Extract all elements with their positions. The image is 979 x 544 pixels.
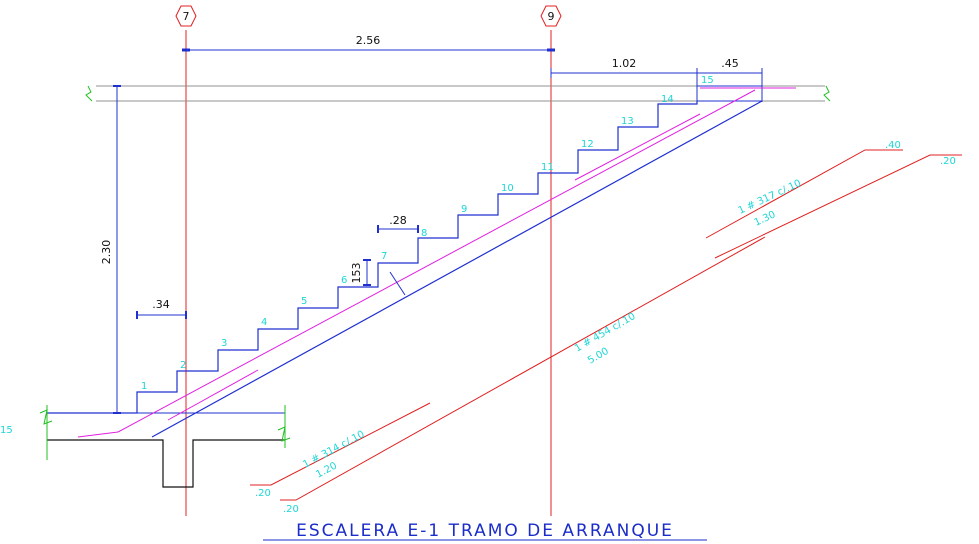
upper-slab (85, 85, 831, 102)
step-number: 1 (141, 381, 147, 392)
dimension-1-02: 1.02 (612, 57, 637, 70)
step-number: 8 (421, 228, 427, 239)
step-numbers: 1 2 3 4 5 6 7 8 9 10 11 12 13 14 15 (141, 75, 714, 392)
step-number: 4 (261, 317, 267, 328)
rebar-callout-top: .40 .20 1 # 317 c/.10 1.30 (705, 140, 962, 259)
rebar-main-bar (117, 89, 756, 433)
grid-label-7: 7 (183, 10, 190, 23)
rebar-callout-bottom: .20 1 # 314 c/.10 1.20 (250, 402, 431, 499)
step-number: 15 (701, 75, 714, 86)
step-number: 13 (621, 116, 634, 127)
grid-axis-9: 9 (540, 5, 562, 516)
dimension-first-tread: .34 (136, 298, 187, 319)
slab-thickness-marker (389, 271, 406, 296)
rebar-top-length: 1.30 (753, 209, 778, 228)
rebar-top-hook: .40 (885, 140, 901, 151)
step-number: 7 (381, 251, 387, 262)
step-number: 14 (661, 94, 674, 105)
break-mark-right-top (823, 85, 831, 102)
grid-label-9: 9 (548, 10, 555, 23)
rebar-main-hook: .20 (283, 504, 299, 515)
step-number: 3 (221, 338, 227, 349)
break-mark-left-top (85, 85, 93, 102)
dimension-153: 153 (350, 263, 363, 284)
step-number: 2 (180, 360, 186, 371)
title-text: ESCALERA E-1 TRAMO DE ARRANQUE (296, 521, 674, 541)
dimension-height: 2.30 (100, 85, 121, 414)
drawing-title: ESCALERA E-1 TRAMO DE ARRANQUE (263, 521, 707, 541)
dimension-riser: 153 (350, 259, 371, 286)
dimension-landing: 1.02 .45 (550, 57, 763, 102)
step-number: 5 (301, 296, 307, 307)
step-number: 9 (461, 204, 467, 215)
rebar-top-end: .20 (940, 156, 956, 167)
step-number: 6 (341, 275, 347, 286)
stair-steps-outline (47, 101, 698, 414)
step-number: 11 (541, 162, 554, 173)
rebar-bottom-hook: .20 (255, 488, 271, 499)
break-mark-left-bottom (39, 409, 53, 425)
dimension-0-45: .45 (721, 57, 739, 70)
left-edge-label: 15 (0, 425, 13, 436)
dimension-2-30: 2.30 (100, 240, 113, 265)
landing-beam (696, 85, 763, 102)
rebar-main-length: 5.00 (586, 346, 611, 367)
step-number: 10 (501, 183, 514, 194)
dimension-axis-spacing: 2.56 (182, 34, 555, 52)
dimension-0-28: .28 (389, 214, 407, 227)
break-mark-right-bottom (277, 426, 291, 442)
foundation: 15 (0, 405, 291, 488)
dimension-tread: .28 (377, 214, 419, 233)
step-number: 12 (581, 139, 594, 150)
grid-axis-7: 7 (175, 5, 197, 516)
dimension-0-34: .34 (152, 298, 170, 311)
dimension-2-56: 2.56 (356, 34, 381, 47)
stair-soffit (151, 100, 763, 438)
